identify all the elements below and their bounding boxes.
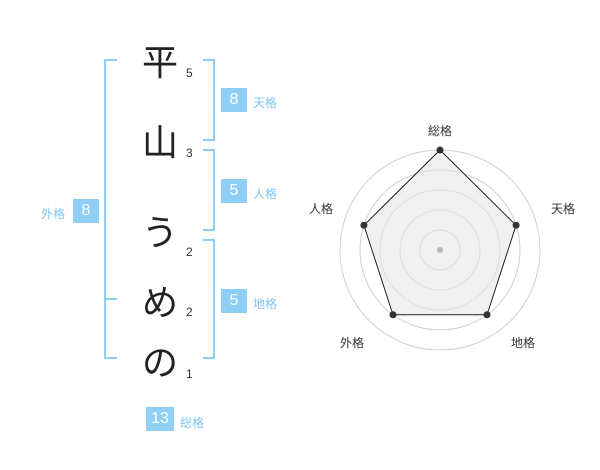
radar-label-chikaku: 地格: [511, 336, 536, 350]
chikaku-label: 地格: [253, 297, 278, 311]
radar-point-2: [512, 221, 520, 229]
name-char-3: う: [141, 213, 178, 254]
radar-label-jinkaku: 人格: [309, 202, 334, 216]
name-char-5: の: [141, 343, 178, 384]
tenkaku-badge: 8: [221, 88, 247, 112]
gaikaku-label: 外格: [41, 207, 66, 221]
radar-point-5: [360, 221, 368, 229]
radar-label-tenkaku: 天格: [551, 202, 576, 216]
jinkaku-badge: 5: [221, 179, 247, 203]
radar-polygon: [363, 149, 517, 316]
name-char-2: 山: [141, 123, 178, 164]
stroke-count-1: 5: [186, 66, 193, 80]
name-char-4: め: [141, 283, 178, 324]
radar-point-4: [389, 311, 397, 319]
stroke-count-2: 3: [186, 146, 193, 160]
tenkaku-label: 天格: [253, 96, 278, 110]
radar-point-1: [436, 146, 444, 154]
stroke-count-5: 1: [186, 367, 193, 381]
radar-point-3: [483, 311, 491, 319]
soukaku-label: 総格: [180, 416, 205, 430]
jinkaku-label: 人格: [253, 187, 278, 201]
chikaku-badge: 5: [221, 289, 247, 313]
radar-label-soukaku: 総格: [428, 124, 453, 138]
radar-label-gaikaku: 外格: [340, 336, 365, 350]
stroke-count-3: 2: [186, 245, 193, 259]
soukaku-badge: 13: [146, 407, 174, 431]
radar-center-dot: [437, 247, 443, 253]
name-char-1: 平: [141, 43, 178, 84]
gaikaku-badge: 8: [73, 199, 99, 223]
stroke-count-4: 2: [186, 305, 193, 319]
